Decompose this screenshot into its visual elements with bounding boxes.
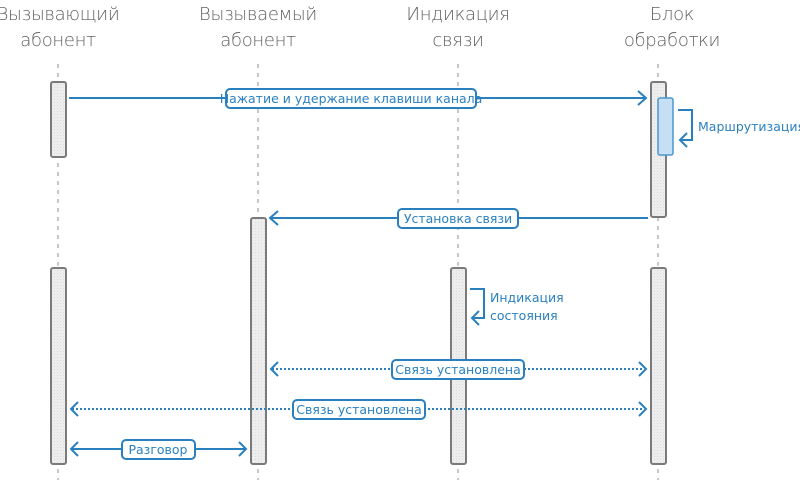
- self-note-indication-line2: состояния: [490, 308, 558, 323]
- activation-callee: [250, 217, 267, 465]
- self-message-routing: [678, 109, 693, 141]
- actor-indicator-line1: Индикация: [406, 4, 510, 25]
- message-label-5: Связь установлена: [395, 362, 521, 377]
- actor-caller-line1: Вызывающий: [0, 4, 120, 25]
- message-label-box-7: [121, 439, 196, 460]
- self-note-routing: Маршрутизация: [698, 119, 800, 134]
- arrowhead-left-icon: [678, 132, 688, 148]
- arrowhead-right-icon: [238, 441, 248, 457]
- arrowhead-left-icon: [69, 401, 79, 417]
- message-label-6: Связь установлена: [296, 402, 422, 417]
- actor-processor-line1: Блок: [649, 4, 695, 25]
- arrowhead-right-icon: [638, 361, 648, 377]
- message-label-box-5: [391, 359, 525, 380]
- self-message-indication: [470, 288, 485, 319]
- actor-callee-line1: Вызываемый: [199, 4, 317, 25]
- message-label-3: Установка связи: [404, 211, 512, 226]
- message-label-7: Разговор: [128, 442, 187, 457]
- message-label-1: Нажатие и удержание клавиши канала: [220, 91, 483, 106]
- actor-caller-line2: абонент: [20, 30, 96, 51]
- activation-routing: [657, 97, 674, 156]
- actor-callee: Вызываемый абонент: [178, 2, 338, 54]
- arrowhead-left-icon: [269, 361, 279, 377]
- activation-processor-2: [650, 267, 667, 465]
- message-label-box-3: [397, 208, 519, 229]
- actor-indicator: Индикация связи: [378, 2, 538, 54]
- actor-processor-line2: обработки: [623, 30, 721, 51]
- arrowhead-left-icon: [470, 310, 480, 326]
- self-note-indication-line1: Индикация: [490, 290, 564, 305]
- message-label-box-6: [292, 399, 426, 420]
- message-label-box-1: [225, 88, 477, 109]
- actor-callee-line2: абонент: [220, 30, 296, 51]
- actor-indicator-line2: связи: [432, 30, 484, 51]
- arrowhead-right-icon: [638, 401, 648, 417]
- actor-caller: Вызывающий абонент: [0, 2, 138, 54]
- activation-caller-1: [50, 81, 67, 158]
- arrowhead-left-icon: [268, 210, 279, 226]
- arrowhead-left-icon: [69, 441, 79, 457]
- arrowhead-right-icon: [637, 90, 648, 106]
- actor-processor: Блок обработки: [592, 2, 752, 54]
- activation-caller-2: [50, 267, 67, 465]
